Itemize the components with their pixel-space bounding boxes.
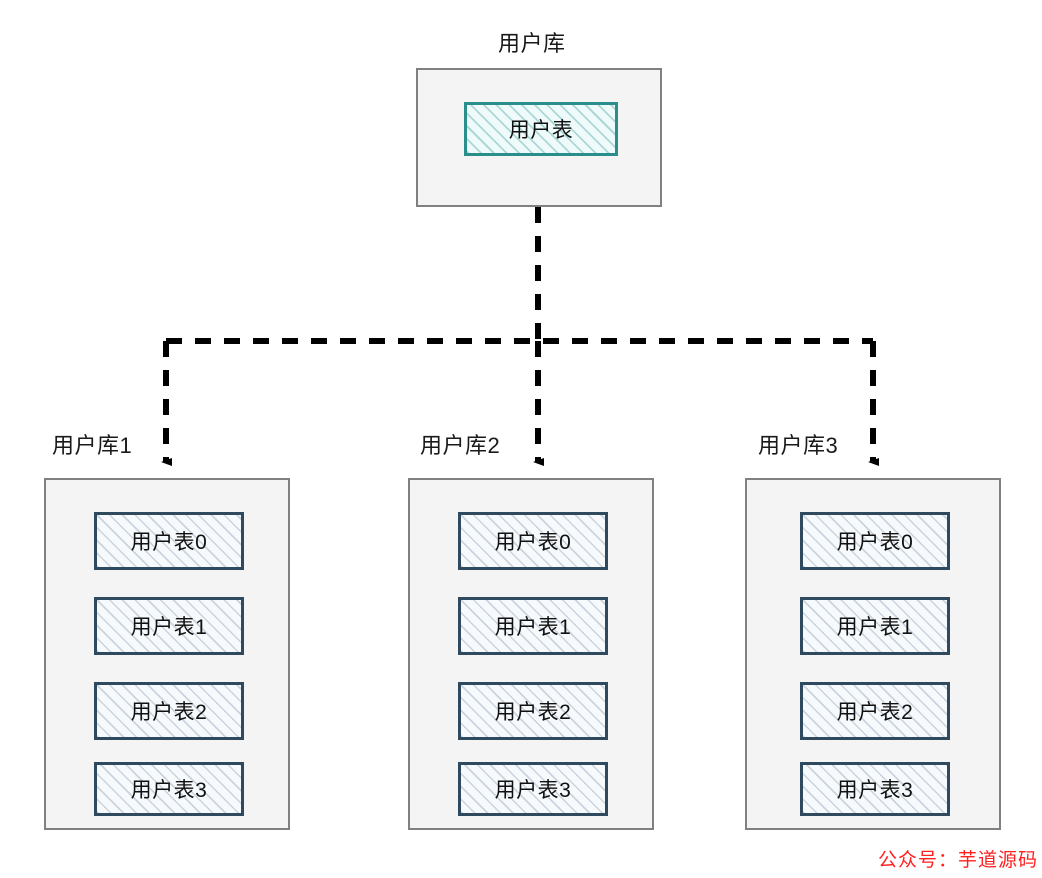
- shard-2-table-3-label: 用户表3: [494, 779, 572, 802]
- shard-2-title: 用户库2: [420, 433, 501, 458]
- watermark-text: 公众号：芋道源码: [878, 850, 1039, 871]
- shard-1-container: 用户表0 用户表1 用户表2 用户表3: [44, 478, 290, 830]
- shard-3-table-0-label: 用户表0: [836, 531, 914, 554]
- shard-2-table-2-label: 用户表2: [494, 701, 572, 724]
- shard-3-table-1[interactable]: 用户表1: [800, 597, 950, 655]
- shard-1-title: 用户库1: [52, 433, 133, 458]
- shard-2-table-0-label: 用户表0: [494, 531, 572, 554]
- shard-3-table-2-label: 用户表2: [836, 701, 914, 724]
- shard-1-table-2-label: 用户表2: [130, 701, 208, 724]
- shard-1-table-2[interactable]: 用户表2: [94, 682, 244, 740]
- shard-2-table-1[interactable]: 用户表1: [458, 597, 608, 655]
- shard-3-table-0[interactable]: 用户表0: [800, 512, 950, 570]
- shard-1-table-3[interactable]: 用户表3: [94, 762, 244, 816]
- source-table-box[interactable]: 用户表: [464, 102, 618, 156]
- shard-3-table-3[interactable]: 用户表3: [800, 762, 950, 816]
- source-db-title: 用户库: [498, 31, 566, 56]
- shard-1-table-1-label: 用户表1: [130, 616, 208, 639]
- shard-1-table-0-label: 用户表0: [130, 531, 208, 554]
- shard-3-table-3-label: 用户表3: [836, 779, 914, 802]
- shard-3-container: 用户表0 用户表1 用户表2 用户表3: [745, 478, 1001, 830]
- source-db-container: 用户表: [416, 68, 662, 207]
- shard-3-table-2[interactable]: 用户表2: [800, 682, 950, 740]
- shard-2-table-2[interactable]: 用户表2: [458, 682, 608, 740]
- shard-2-table-1-label: 用户表1: [494, 616, 572, 639]
- source-table-label: 用户表: [508, 119, 574, 142]
- shard-1-table-1[interactable]: 用户表1: [94, 597, 244, 655]
- shard-3-table-1-label: 用户表1: [836, 616, 914, 639]
- shard-1-table-0[interactable]: 用户表0: [94, 512, 244, 570]
- shard-2-table-0[interactable]: 用户表0: [458, 512, 608, 570]
- shard-1-table-3-label: 用户表3: [130, 779, 208, 802]
- shard-3-title: 用户库3: [758, 433, 839, 458]
- shard-2-container: 用户表0 用户表1 用户表2 用户表3: [408, 478, 654, 830]
- shard-2-table-3[interactable]: 用户表3: [458, 762, 608, 816]
